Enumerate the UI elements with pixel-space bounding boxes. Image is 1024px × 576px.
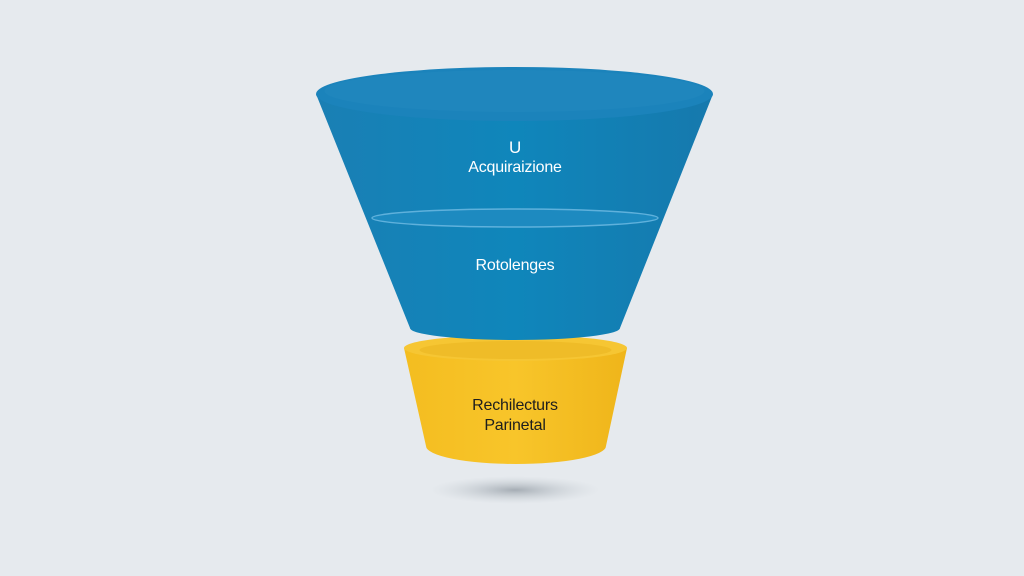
- stage-1-line-1: U: [508, 138, 522, 157]
- funnel-stage-2-top: [371, 208, 659, 228]
- funnel-stage-1-label: U Acquiraizione: [468, 138, 562, 178]
- ground-shadow: [430, 476, 600, 504]
- stage-1-line-2: Acquiraizione: [468, 159, 562, 176]
- funnel-stage-3-label: Rechilecturs Parinetal: [472, 396, 558, 436]
- stage-2-line-1: Rotolenges: [475, 257, 555, 274]
- stage-3-line-1: Rechilecturs: [472, 397, 558, 414]
- stage-3-line-2: Parinetal: [484, 417, 546, 434]
- funnel-stage-2-label: Rotolenges: [476, 256, 555, 276]
- funnel-stage-3-body: [404, 348, 627, 464]
